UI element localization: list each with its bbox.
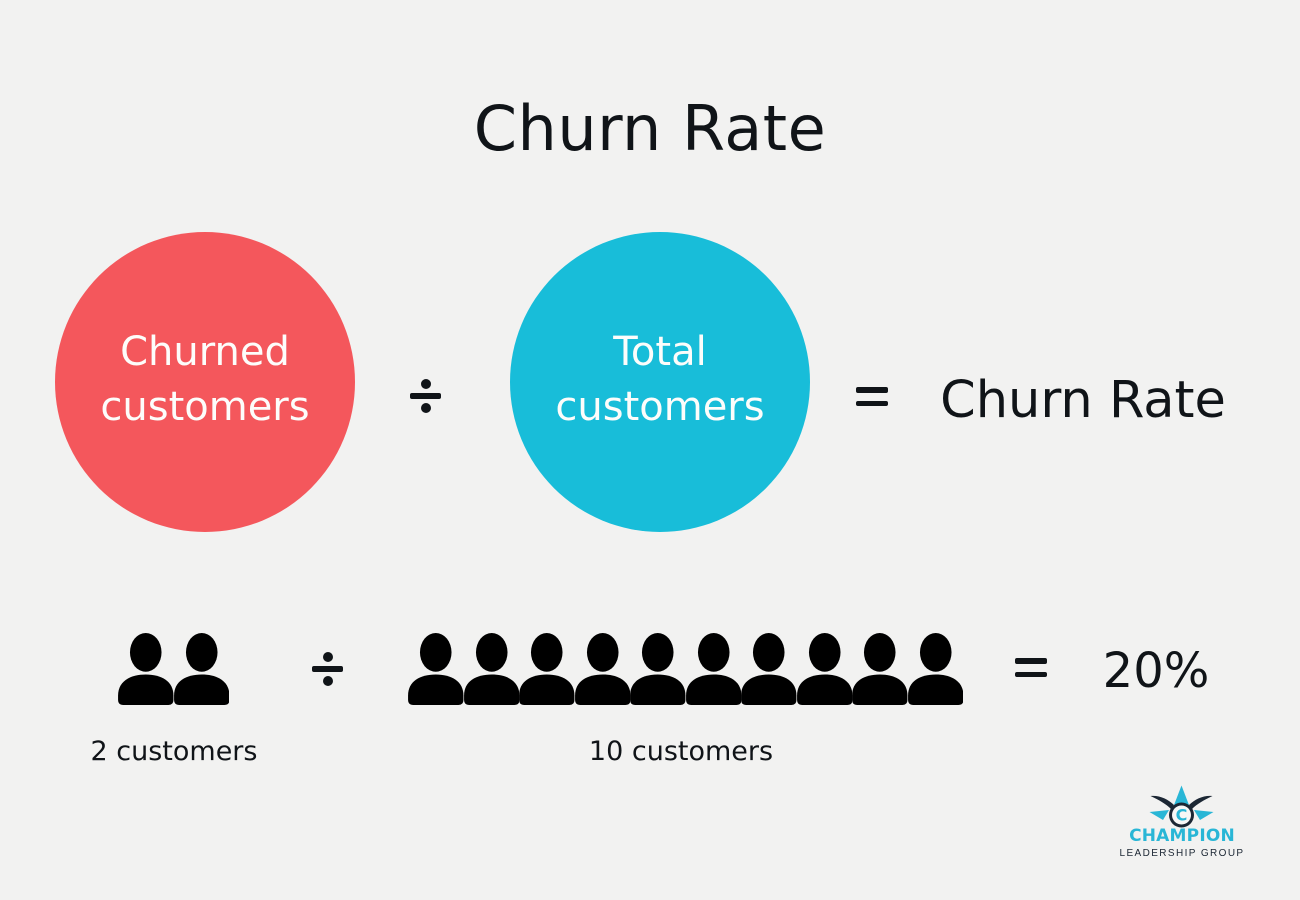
logo-brand-name: CHAMPION [1129,826,1235,846]
divide-bar [312,666,343,672]
divide-symbol: ÷ [410,379,441,413]
total-circle-line2: customers [555,384,765,430]
person-icon [852,633,908,705]
logo-compass-icon: C [1149,785,1213,828]
logo-tagline: LEADERSHIP GROUP [1119,848,1245,859]
person-icon [118,633,174,705]
person-icon [796,633,852,705]
example-equals-symbol: = [1015,658,1047,677]
formula-result-label: Churn Rate [940,371,1226,430]
person-icon [463,633,519,705]
churned-circle-line2: customers [100,384,310,430]
total-customers-caption: 10 customers [588,736,774,767]
total-customers-icons [408,633,963,705]
svg-text:C: C [1175,806,1187,825]
example-result-value: 20% [1102,643,1210,699]
equals-bar-top [1015,658,1047,664]
total-circle-line1: Total [613,329,707,375]
person-icon [630,633,686,705]
person-icon [741,633,797,705]
divide-dot-bottom [420,402,431,413]
page-title: Churn Rate [473,92,827,165]
divide-dot-top [420,379,431,389]
person-icon [173,633,229,705]
person-icon [907,633,963,705]
example-divide-symbol: ÷ [312,652,343,686]
divide-dot-top [322,652,333,662]
equals-bar-top [856,387,888,393]
churned-circle-line1: Churned [120,329,290,375]
churned-customers-caption: 2 customers [90,736,258,767]
champion-leadership-group-logo: C CHAMPION LEADERSHIP GROUP [1107,783,1257,859]
person-icon [408,633,464,705]
total-customers-circle: Total customers [510,232,810,532]
person-icon [519,633,575,705]
divide-bar [410,393,441,399]
equals-bar-bottom [1015,671,1047,677]
person-icon [685,633,741,705]
person-icon [574,633,630,705]
divide-dot-bottom [322,675,333,686]
churned-customers-icons [118,633,229,705]
equals-symbol: = [856,387,888,406]
equals-bar-bottom [856,400,888,406]
churned-customers-circle: Churned customers [55,232,355,532]
